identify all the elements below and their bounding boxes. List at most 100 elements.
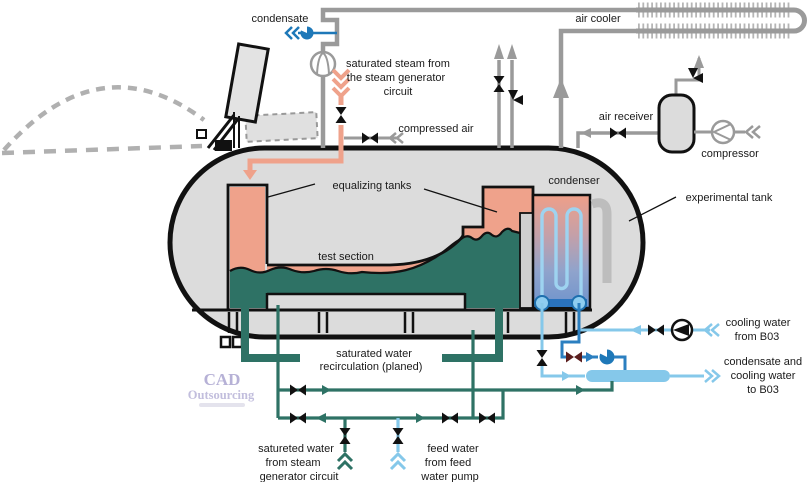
equalizing-tank-left-steam — [230, 187, 265, 277]
right-flow-arrow-icon — [586, 352, 595, 362]
label-cooling-to-3: to B03 — [747, 384, 779, 396]
vessel-tilted — [224, 42, 270, 124]
label-condenser: condenser — [548, 175, 600, 187]
label-air-cooler: air cooler — [575, 13, 621, 25]
label-cooling-from-2: from B03 — [735, 331, 780, 343]
label-feed-water-2: from feed — [425, 457, 471, 469]
air-riser-pipe — [558, 28, 636, 148]
vessel-pedestal — [215, 140, 232, 151]
air-receiver-vessel — [657, 93, 696, 154]
valve-icon — [442, 412, 458, 424]
chevron-icon — [703, 323, 720, 337]
label-sat-water-3: generator circuit — [260, 471, 339, 482]
condensate-tap — [284, 25, 337, 40]
blower-icon — [309, 50, 337, 78]
watermark: CAD Outsourcing — [188, 370, 255, 407]
valve-icon — [610, 127, 626, 139]
recirc-stub-right — [442, 303, 503, 362]
up-flow-arrow-icon — [553, 78, 569, 98]
mixer-capsule — [586, 370, 670, 382]
chevron-icon — [388, 132, 404, 144]
label-cooling-to-1: condensate and — [724, 356, 802, 368]
label-sat-steam-1: saturated steam from — [346, 58, 450, 70]
left-flow-arrow-icon — [316, 413, 326, 423]
vent-arrow-icon — [494, 44, 504, 59]
label-compressed-air: compressed air — [398, 123, 474, 135]
tank-foot — [231, 335, 244, 349]
right-flow-arrow-icon — [416, 413, 425, 423]
vent-arrow-icon — [694, 55, 704, 68]
air-circuit — [320, 2, 807, 148]
labels: condensate air cooler saturated steam fr… — [252, 13, 803, 482]
compressed-air-line — [344, 132, 404, 144]
valve-icon — [493, 76, 505, 92]
valve-icon — [339, 428, 351, 444]
hinge-block — [196, 129, 207, 139]
label-sat-water-2: from steam — [265, 457, 320, 469]
vent-arrow-icon — [507, 44, 517, 59]
water-surface-line — [229, 227, 521, 275]
cooler-tube — [636, 7, 807, 34]
label-air-receiver: air receiver — [599, 111, 654, 123]
valve-icon — [479, 412, 495, 424]
label-recirc-1: saturated water — [336, 348, 412, 360]
valve-icon — [648, 324, 664, 336]
valve-icon — [566, 351, 582, 363]
right-flow-arrow-icon — [576, 385, 585, 395]
recirc-stub-left — [241, 303, 300, 362]
tank-foot — [219, 335, 232, 349]
duct-floor-outline — [265, 292, 467, 310]
valve-icon — [536, 350, 548, 366]
condenser-coil — [540, 207, 583, 299]
upper-manifold — [278, 381, 614, 392]
down-flow-arrow-icon — [243, 170, 257, 180]
label-condensate: condensate — [252, 13, 309, 25]
tank-internals — [192, 183, 612, 349]
label-compressor: compressor — [701, 148, 759, 160]
watermark-line-1: CAD — [204, 370, 241, 389]
left-flow-arrow-icon — [581, 128, 591, 138]
label-sat-water-1: satureted water — [258, 443, 334, 455]
chevron-icon — [744, 125, 761, 139]
valve-icon — [362, 132, 378, 144]
label-cooling-to-2: cooling water — [731, 370, 796, 382]
label-sat-steam-2: the steam generator — [347, 72, 446, 84]
cooling-water-circuit — [536, 303, 721, 383]
label-recirc-2: recirculation (planed) — [320, 361, 423, 373]
steam-inlet-pipe — [247, 125, 344, 171]
vessel-stowed-dashed-outline — [244, 111, 319, 143]
watermark-line-2: Outsourcing — [188, 388, 255, 402]
label-experimental-tank: experimental tank — [686, 192, 773, 204]
lower-manifold — [278, 390, 505, 420]
label-feed-water-1: feed water — [427, 443, 479, 455]
test-section-outline — [267, 185, 535, 267]
label-equalizing-tanks: equalizing tanks — [333, 180, 412, 192]
condenser-hook-pipe — [590, 198, 612, 283]
chevron-icon — [389, 451, 407, 471]
right-flow-arrow-icon — [322, 385, 331, 395]
water-manifolds — [241, 303, 614, 471]
watermark-tagline-blur — [199, 403, 245, 407]
chevron-icon — [336, 451, 354, 471]
left-flow-arrow-icon — [630, 325, 641, 335]
valve-icon — [290, 412, 306, 424]
valve-icon — [335, 107, 347, 123]
steam-inlet — [243, 68, 351, 180]
condenser-basin — [536, 299, 587, 307]
valve-icon — [290, 384, 306, 396]
tilting-vessel — [196, 42, 319, 151]
condensate-drain-pipe — [560, 303, 581, 359]
label-sat-steam-3: circuit — [384, 86, 413, 98]
receiver-outlet-pipe — [576, 131, 659, 148]
valve-icon — [392, 428, 404, 444]
label-feed-water-3: water pump — [420, 471, 478, 482]
vent-lines — [493, 44, 523, 148]
equalizing-tank-left-outline — [226, 183, 269, 310]
label-test-section: test section — [318, 251, 374, 263]
air-return-pipe — [320, 7, 636, 148]
chevron-icon — [704, 369, 721, 383]
receiver-vent-pipe — [674, 58, 701, 94]
right-flow-arrow-icon — [562, 371, 571, 381]
